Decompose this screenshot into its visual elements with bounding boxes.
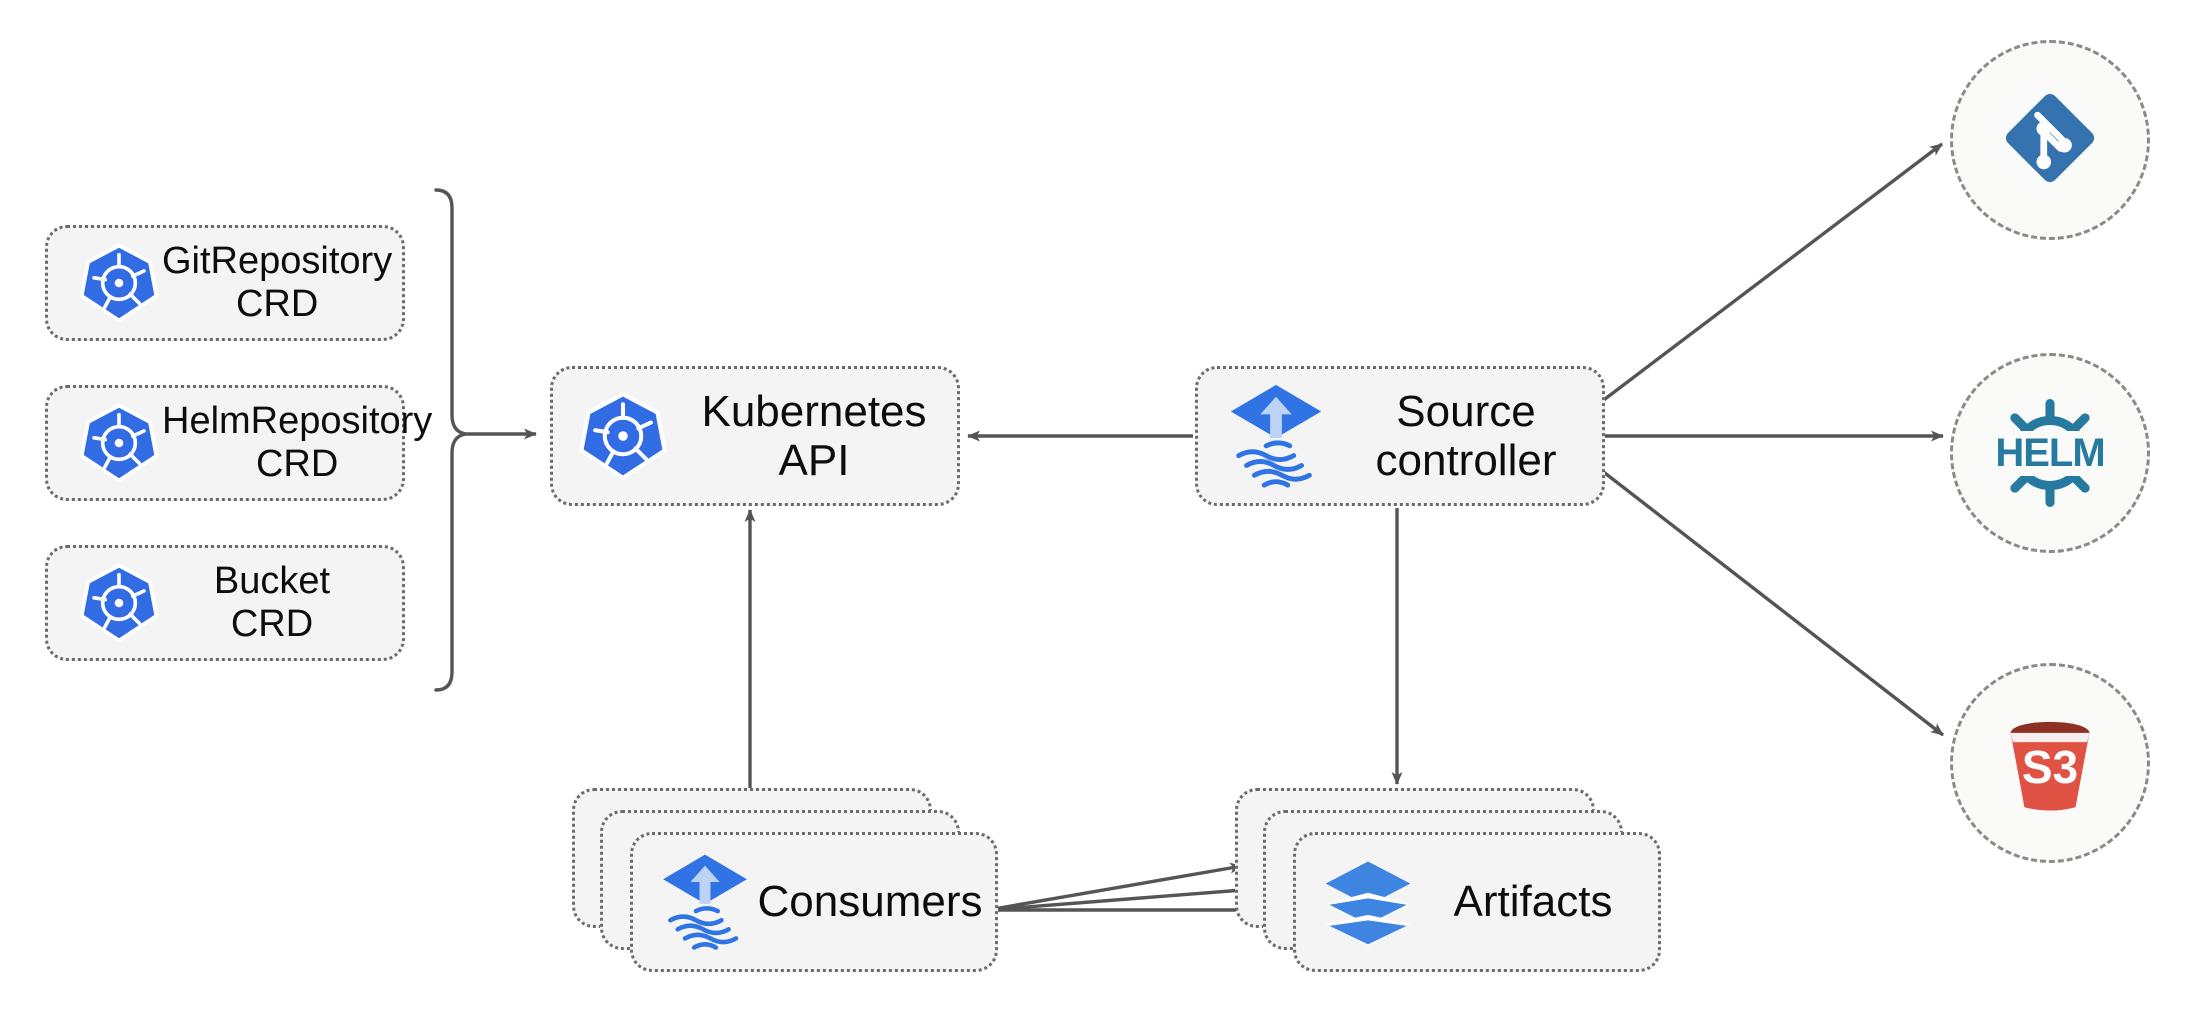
crd-box-bucket[interactable]: Bucket CRD <box>45 545 405 661</box>
layers-icon <box>1320 850 1416 954</box>
crd-group-brace <box>434 188 467 692</box>
s3-wordmark: S3 <box>2021 741 2079 793</box>
git-icon <box>1998 86 2102 195</box>
source-circle-s3[interactable]: S3 <box>1950 663 2150 863</box>
crd-label: HelmRepository CRD <box>162 400 433 485</box>
node-label: Source controller <box>1375 386 1557 485</box>
helm-icon: HELM <box>1985 388 2115 518</box>
artifacts-stack-sheet-front[interactable]: Artifacts <box>1293 832 1661 972</box>
edge-consumers-to-artifacts-1 <box>987 862 1243 912</box>
crd-label: Bucket CRD <box>213 560 331 645</box>
node-label: Artifacts <box>1453 877 1613 926</box>
edge-source-to-git <box>1599 142 1944 404</box>
edge-source-to-s3 <box>1599 468 1945 737</box>
kubernetes-icon <box>76 240 162 326</box>
node-kubernetes-api[interactable]: Kubernetes API <box>550 366 960 506</box>
source-circle-git[interactable] <box>1950 40 2150 240</box>
flux-icon <box>1226 381 1326 491</box>
consumers-stack-sheet-front[interactable]: Consumers <box>630 832 998 972</box>
node-label: Kubernetes API <box>701 386 927 485</box>
crd-label: GitRepository CRD <box>162 240 393 325</box>
edge-consumers-to-artifacts-2 <box>987 883 1269 912</box>
source-circle-helm[interactable]: HELM <box>1950 353 2150 553</box>
node-label: Consumers <box>757 877 983 926</box>
crd-box-helmrepository[interactable]: HelmRepository CRD <box>45 385 432 501</box>
kubernetes-icon <box>575 388 671 484</box>
crd-box-gitrepository[interactable]: GitRepository CRD <box>45 225 405 341</box>
kubernetes-icon <box>76 560 162 646</box>
kubernetes-icon <box>76 400 162 486</box>
flux-icon <box>657 850 753 954</box>
s3-icon: S3 <box>1992 705 2108 821</box>
node-source-controller[interactable]: Source controller <box>1195 366 1605 506</box>
helm-wordmark: HELM <box>1991 430 2109 476</box>
